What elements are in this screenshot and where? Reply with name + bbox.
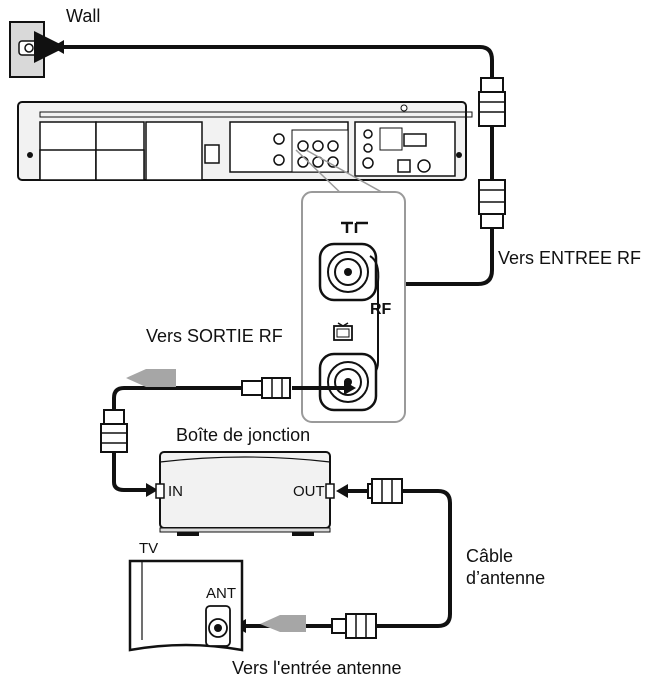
box-out-label: OUT	[293, 483, 325, 500]
rf-in-cable	[360, 228, 494, 286]
rf-out-cable	[100, 377, 356, 497]
ant-label: ANT	[206, 585, 236, 602]
rf-in-label: Vers ENTREE RF	[498, 248, 642, 268]
gray-arrow-icon	[260, 615, 306, 632]
wall-outlet-icon	[9, 21, 45, 78]
wall-arrow-icon	[52, 40, 64, 54]
gray-arrow-icon	[126, 369, 176, 387]
rf-label: RF	[370, 301, 392, 318]
rf-in-jack	[318, 242, 378, 302]
junction-box	[155, 451, 335, 536]
tv-icon	[333, 322, 353, 341]
tv-set	[128, 559, 244, 652]
wall-plug	[478, 77, 506, 127]
rf-out-jack	[318, 352, 378, 412]
junction-box-label: Boîte de jonction	[176, 425, 311, 445]
wall-cable	[34, 31, 494, 78]
wall-label: Wall	[66, 6, 101, 26]
antenna-icon	[341, 221, 368, 233]
box-in-label: IN	[168, 483, 183, 500]
antenna-input-label: Vers l'entrée antenne	[232, 658, 402, 678]
tv-label: TV	[139, 540, 159, 557]
cable-label: Câble d’antenne	[466, 546, 546, 588]
recorder-rear-panel	[17, 101, 473, 181]
rf-in-plug	[478, 179, 506, 229]
rf-out-label: Vers SORTIE RF	[146, 326, 283, 346]
